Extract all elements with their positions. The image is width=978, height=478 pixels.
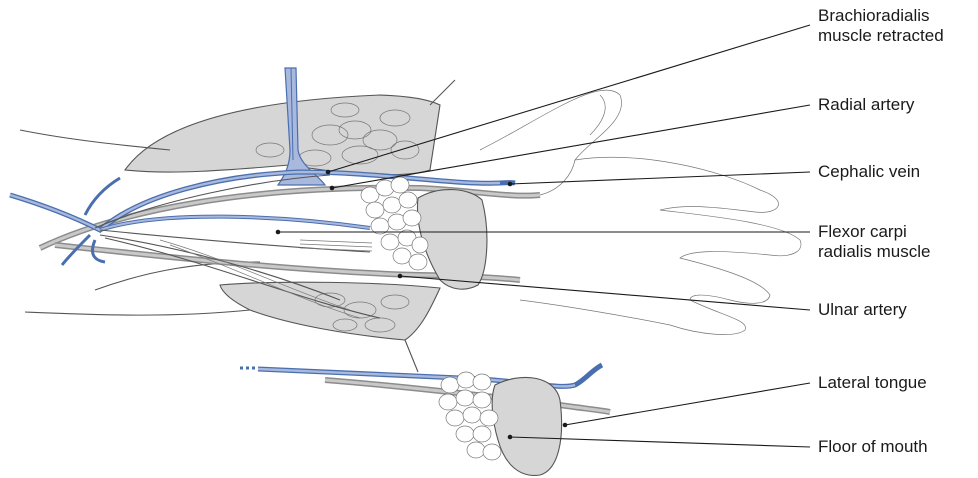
label-cephalic-vein: Cephalic vein xyxy=(818,162,920,182)
lower-flap-section xyxy=(439,372,562,475)
label-flexor-carpi: Flexor carpi radialis muscle xyxy=(818,222,930,262)
leader-ulnar-artery xyxy=(400,276,810,310)
label-lateral-tongue: Lateral tongue xyxy=(818,373,927,393)
label-brachioradialis: Brachioradialis muscle retracted xyxy=(818,6,944,46)
label-ulnar-artery: Ulnar artery xyxy=(818,300,907,320)
label-floor-of-mouth: Floor of mouth xyxy=(818,437,928,457)
leader-cephalic-vein xyxy=(510,172,810,184)
hand-outline xyxy=(480,90,801,335)
leader-lateral-tongue xyxy=(565,383,810,425)
label-radial-artery: Radial artery xyxy=(818,95,914,115)
